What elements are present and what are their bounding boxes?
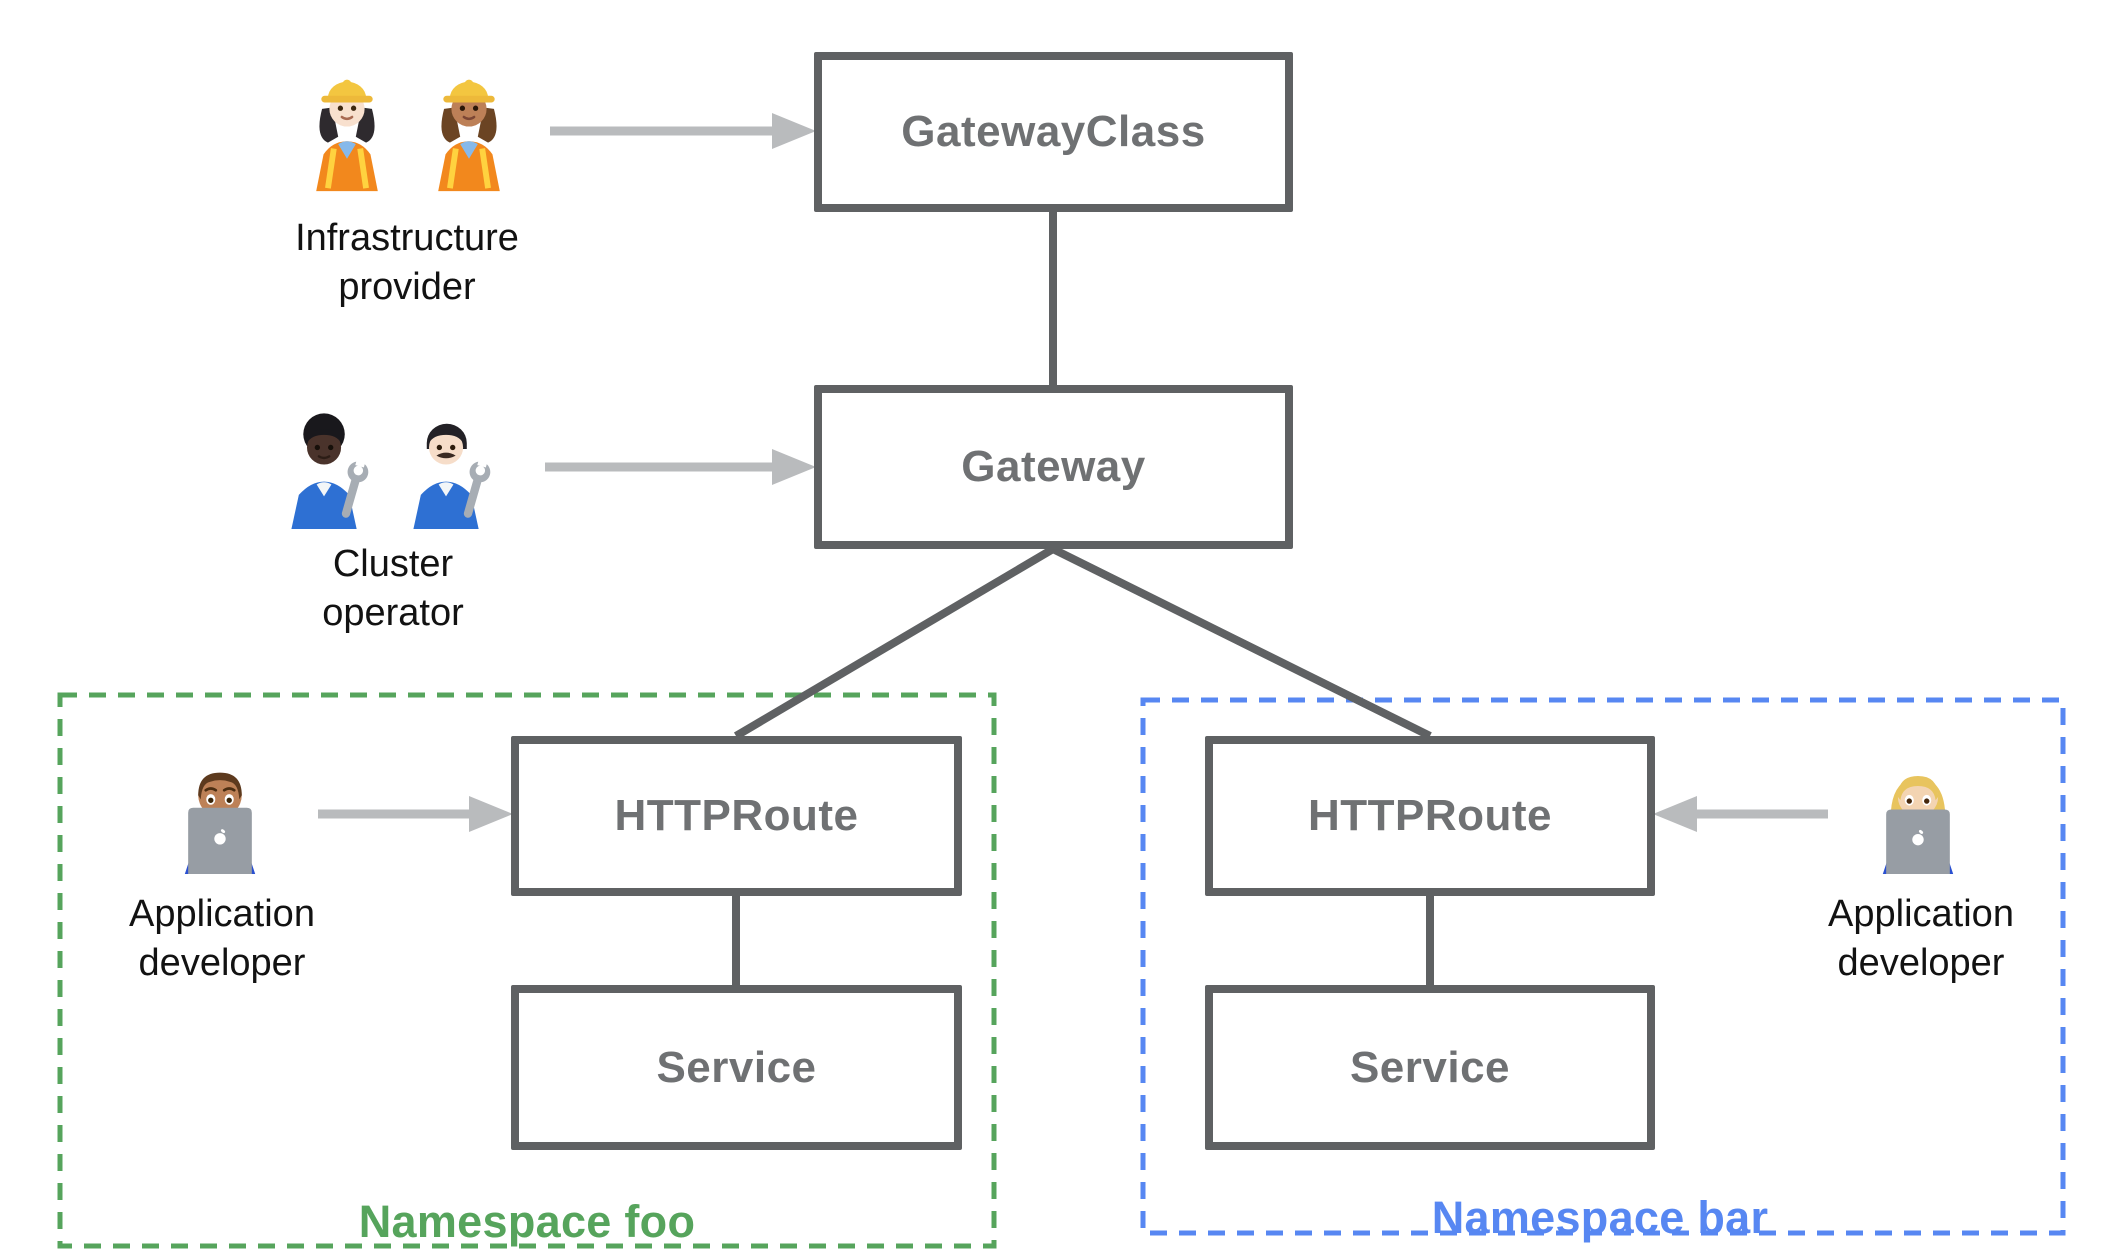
arrow-head-icon: [1653, 796, 1697, 832]
application-developer-foo-label: Application developer: [129, 893, 315, 984]
namespace-bar-boundary: [1140, 697, 2066, 1236]
arrow-cluster-operator-to-gateway: [545, 449, 816, 485]
node-service-foo: Service: [511, 985, 962, 1150]
woman-technologist-icon: [1882, 775, 1954, 874]
node-httproute-bar-label: HTTPRoute: [1307, 791, 1553, 840]
arrow-head-icon: [772, 449, 816, 485]
node-service-bar-label: Service: [1349, 1042, 1511, 1092]
woman-construction-worker-medium-icon: [438, 79, 500, 192]
man-mechanic-light-icon: [413, 423, 491, 529]
cluster-operator-label: Cluster operator: [322, 543, 464, 634]
node-gatewayclass: GatewayClass: [814, 52, 1293, 212]
node-gatewayclass-label: GatewayClass: [901, 107, 1206, 156]
edge-gateway-httproute-foo: [733, 545, 1056, 740]
arrow-infrastructure-provider-to-gatewayclass: [550, 113, 816, 149]
arrow-head-icon: [469, 796, 513, 832]
node-gateway-label: Gateway: [961, 442, 1146, 491]
application-developer-bar-label: Application developer: [1828, 893, 2014, 984]
namespace-foo-label: Namespace foo: [358, 1196, 696, 1247]
node-httproute-foo: HTTPRoute: [511, 736, 962, 896]
edge-gateway-httproute-bar: [1051, 545, 1432, 740]
woman-construction-worker-light-icon: [316, 79, 378, 192]
mechanic-dark-icon: [291, 413, 369, 529]
arrow-developer-to-httproute-foo: [318, 796, 513, 832]
node-service-foo-label: Service: [656, 1042, 817, 1092]
node-service-bar: Service: [1205, 985, 1655, 1150]
namespace-bar-label: Namespace bar: [1431, 1192, 1769, 1243]
node-httproute-foo-label: HTTPRoute: [614, 791, 859, 840]
node-httproute-bar: HTTPRoute: [1205, 736, 1655, 896]
arrow-developer-to-httproute-bar: [1653, 796, 1828, 832]
node-gateway: Gateway: [814, 385, 1293, 549]
arrow-head-icon: [772, 113, 816, 149]
man-technologist-icon: [184, 772, 256, 874]
namespace-foo-boundary: [57, 692, 997, 1249]
infrastructure-provider-label: Infrastructure provider: [295, 217, 519, 308]
